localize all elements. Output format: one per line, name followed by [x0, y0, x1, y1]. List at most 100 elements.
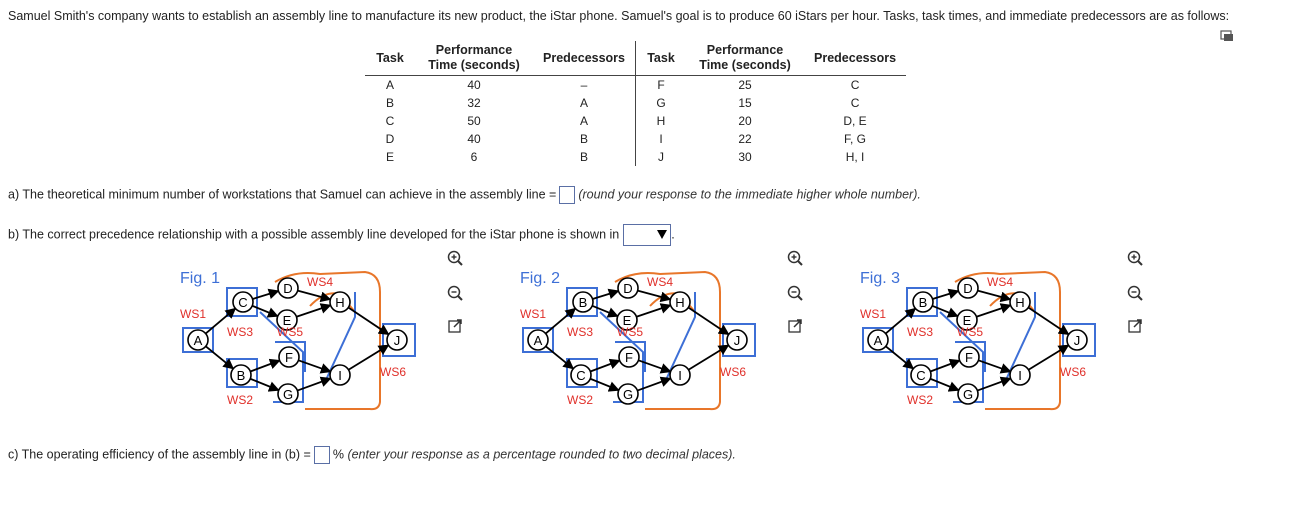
- task-node-g: G: [617, 383, 639, 405]
- workstation-label: WS2: [567, 393, 593, 407]
- svg-text:J: J: [394, 333, 401, 348]
- precedence-arrow: [930, 358, 961, 373]
- workstation-label: WS2: [907, 393, 933, 407]
- workstation-label: WS5: [277, 325, 303, 339]
- zoom-out-icon[interactable]: [1127, 285, 1143, 301]
- task-node-c: C: [570, 364, 592, 386]
- task-node-c: C: [232, 291, 254, 313]
- task-node-b: B: [912, 291, 934, 313]
- precedence-arrow: [545, 307, 577, 335]
- ws-box: [906, 287, 938, 317]
- precedence-arrow: [296, 303, 332, 318]
- figure-title: Fig. 3: [860, 270, 900, 287]
- answer-c-input[interactable]: [313, 446, 330, 464]
- precedence-arrow: [1027, 306, 1070, 336]
- svg-text:C: C: [576, 368, 585, 383]
- workstation-label: WS4: [307, 275, 333, 289]
- workstation-label: WS4: [647, 275, 673, 289]
- svg-text:D: D: [963, 281, 972, 296]
- open-external-icon[interactable]: [1127, 318, 1143, 334]
- svg-text:A: A: [194, 333, 203, 348]
- workstation-label: WS4: [987, 275, 1013, 289]
- question-a: a) The theoretical minimum number of wor…: [8, 186, 921, 204]
- task-node-b: B: [230, 364, 252, 386]
- precedence-arrow: [931, 304, 959, 318]
- header-task: Task: [365, 41, 415, 76]
- task-node-i: I: [329, 364, 351, 386]
- task-node-a: A: [867, 329, 889, 351]
- svg-text:H: H: [335, 295, 344, 310]
- precedence-arrow: [590, 358, 621, 373]
- precedence-arrow: [977, 376, 1012, 392]
- svg-text:F: F: [965, 350, 973, 365]
- header-task-2: Task: [635, 41, 687, 76]
- ws-region-outline: [1004, 292, 1036, 383]
- svg-text:B: B: [919, 295, 928, 310]
- zoom-in-icon[interactable]: [1127, 250, 1143, 266]
- open-external-icon[interactable]: [787, 318, 803, 334]
- precedence-arrow: [252, 288, 280, 300]
- workstation-label: WS3: [567, 325, 593, 339]
- copy-icon[interactable]: [1220, 30, 1234, 42]
- problem-intro: Samuel Smith's company wants to establis…: [8, 9, 1230, 23]
- precedence-arrow: [638, 359, 672, 374]
- precedence-arrow: [637, 376, 672, 392]
- task-node-h: H: [669, 291, 691, 313]
- ws-region-outline: [274, 270, 381, 411]
- svg-text:I: I: [1018, 368, 1022, 383]
- task-node-f: F: [958, 346, 980, 368]
- precedence-arrow: [347, 306, 390, 336]
- workstation-label: WS1: [860, 307, 886, 321]
- ws-box: [722, 323, 756, 357]
- precedence-arrow: [297, 289, 332, 303]
- ws-region-outline: [664, 292, 696, 383]
- zoom-out-icon[interactable]: [787, 285, 803, 301]
- ws-region-outline: [954, 270, 1061, 411]
- svg-text:B: B: [237, 368, 246, 383]
- figure-title: Fig. 2: [520, 270, 560, 287]
- task-node-h: H: [329, 291, 351, 313]
- answer-a-input[interactable]: [559, 186, 576, 204]
- precedence-arrow: [297, 376, 332, 392]
- workstation-label: WS2: [227, 393, 253, 407]
- ws-box: [566, 287, 598, 317]
- precedence-arrow: [545, 345, 575, 370]
- workstation-label: WS3: [907, 325, 933, 339]
- zoom-in-icon[interactable]: [787, 250, 803, 266]
- precedence-arrow: [205, 307, 237, 335]
- workstation-label: WS5: [617, 325, 643, 339]
- dropdown-arrow-icon: [657, 230, 668, 239]
- workstation-label: WS6: [720, 365, 746, 379]
- workstation-label: WS5: [957, 325, 983, 339]
- ws-box: [226, 358, 258, 388]
- zoom-out-icon[interactable]: [447, 285, 463, 301]
- task-node-e: E: [616, 309, 638, 331]
- precedence-arrow: [1028, 344, 1070, 371]
- figure-title: Fig. 1: [180, 270, 220, 287]
- zoom-in-icon[interactable]: [447, 250, 463, 266]
- svg-text:F: F: [285, 350, 293, 365]
- precedence-arrow: [589, 377, 620, 392]
- precedence-arrow: [929, 377, 960, 392]
- task-node-f: F: [618, 346, 640, 368]
- precedence-arrow: [592, 288, 620, 300]
- svg-text:B: B: [579, 295, 588, 310]
- open-external-icon[interactable]: [447, 318, 463, 334]
- task-node-c: C: [910, 364, 932, 386]
- precedence-arrow: [251, 304, 279, 318]
- svg-text:A: A: [874, 333, 883, 348]
- task-node-a: A: [527, 329, 549, 351]
- precedence-arrow: [348, 344, 390, 371]
- task-node-i: I: [669, 364, 691, 386]
- figure-select[interactable]: [623, 224, 672, 246]
- ws-box: [566, 358, 598, 388]
